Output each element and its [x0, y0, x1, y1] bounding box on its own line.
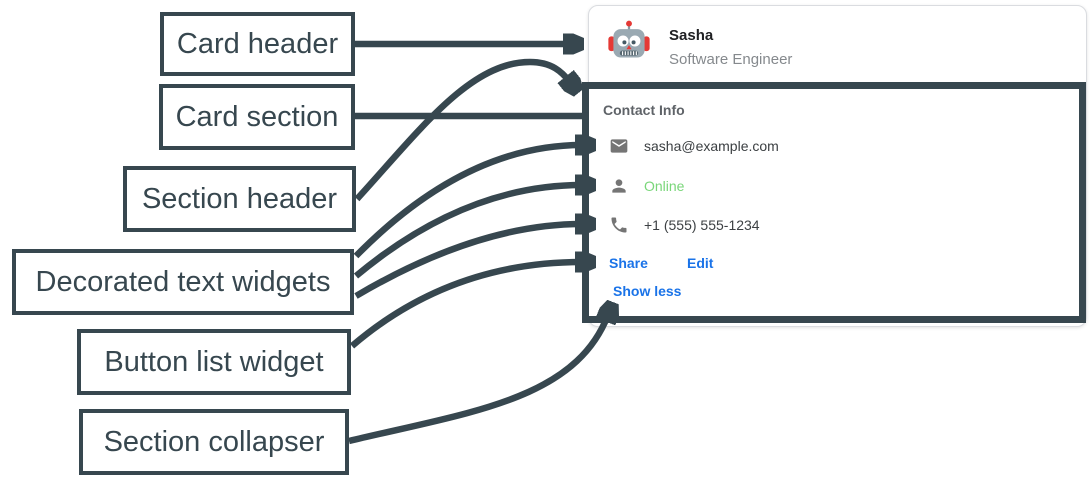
edit-button[interactable]: Edit	[687, 255, 714, 271]
card-header-subtitle: Software Engineer	[669, 51, 793, 68]
annotation-label-section-collapser: Section collapser	[79, 409, 349, 475]
phone-icon	[611, 217, 627, 233]
phone-text: +1 (555) 555-1234	[644, 217, 760, 233]
person-icon	[612, 179, 626, 193]
card-header-name: Sasha	[669, 27, 714, 44]
decorated-text-arrow-status	[353, 185, 582, 279]
section-collapser-arrow	[348, 315, 608, 445]
robot-avatar-icon	[608, 20, 650, 58]
show-less-button[interactable]: Show less	[613, 283, 682, 299]
email-text: sasha@example.com	[644, 138, 779, 154]
section-header-title: Contact Info	[603, 102, 685, 118]
email-icon	[610, 139, 628, 153]
share-button[interactable]: Share	[609, 255, 648, 271]
button-list-arrow	[349, 262, 582, 349]
contact-card: Sasha Software Engineer Contact Info sas…	[588, 5, 1087, 327]
annotation-label-card-header: Card header	[160, 12, 355, 76]
decorated-text-email-row: sasha@example.com	[609, 136, 779, 156]
annotation-label-button-list-widget: Button list widget	[77, 329, 351, 395]
annotation-label-card-section: Card section	[159, 84, 355, 150]
decorated-text-status-row: Online	[609, 176, 684, 196]
decorated-text-phone-row: +1 (555) 555-1234	[609, 215, 760, 235]
section-header-arrow	[354, 58, 570, 202]
annotation-label-section-header: Section header	[123, 166, 356, 232]
online-status-text: Online	[644, 178, 685, 194]
decorated-text-arrow-phone	[354, 224, 582, 299]
decorated-text-arrow-email	[353, 145, 582, 259]
annotation-label-decorated-text-widgets: Decorated text widgets	[12, 249, 354, 315]
